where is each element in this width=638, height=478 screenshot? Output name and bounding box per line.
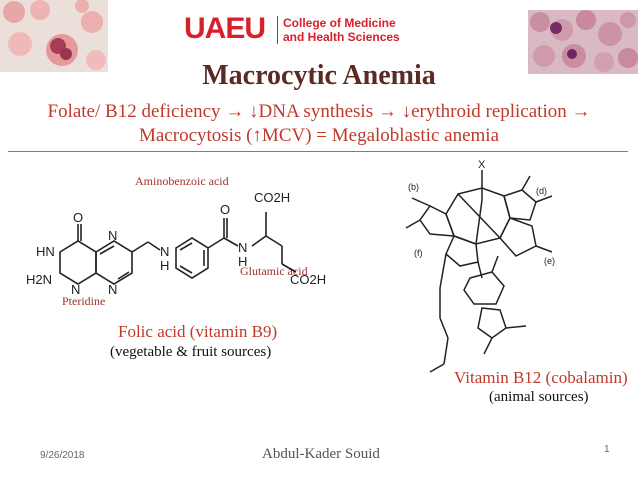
atom-o-top: O bbox=[73, 210, 83, 225]
blood-smear-photo-left bbox=[0, 0, 108, 72]
atom-n3: N bbox=[108, 282, 117, 297]
atom-hn: HN bbox=[36, 244, 55, 259]
b12-caption: Vitamin B12 (cobalamin) bbox=[454, 368, 628, 387]
b12-label-d: (d) bbox=[536, 186, 547, 196]
atom-n1: N bbox=[108, 228, 117, 243]
subtitle-line-1: Folate/ B12 deficiency → ↓DNA synthesis … bbox=[47, 101, 591, 122]
slide-title: Macrocytic Anemia bbox=[202, 60, 436, 91]
label-pteridine: Pteridine bbox=[62, 294, 106, 308]
slide-number: 1 bbox=[604, 444, 610, 455]
college-name-line2: and Health Sciences bbox=[283, 30, 400, 44]
university-logo: UAEU College of Medicine and Health Scie… bbox=[184, 12, 404, 48]
atom-h-amide: H bbox=[238, 254, 247, 269]
label-glutamic-acid: Glutamic acid bbox=[240, 264, 308, 278]
b12-source: (animal sources) bbox=[489, 389, 589, 405]
b12-x-label: X bbox=[478, 159, 486, 171]
folic-acid-source: (vegetable & fruit sources) bbox=[110, 344, 272, 360]
atom-n-amide: N bbox=[238, 240, 247, 255]
atom-h2n: H2N bbox=[26, 272, 52, 287]
atom-co2h-top: CO2H bbox=[254, 190, 290, 205]
b12-label-e: (e) bbox=[544, 256, 555, 266]
logo-divider bbox=[277, 16, 278, 44]
label-aminobenzoic-acid: Aminobenzoic acid bbox=[135, 174, 229, 188]
folic-acid-caption: Folic acid (vitamin B9) bbox=[118, 322, 278, 341]
b12-label-f: (f) bbox=[414, 248, 423, 258]
slide-date: 9/26/2018 bbox=[40, 450, 85, 461]
atom-o-amide: O bbox=[220, 202, 230, 217]
college-name: College of Medicine and Health Sciences bbox=[283, 16, 400, 44]
college-name-line1: College of Medicine bbox=[283, 16, 396, 30]
atom-n2: N bbox=[71, 282, 80, 297]
atom-h-link: H bbox=[160, 258, 169, 273]
title-divider bbox=[8, 151, 628, 152]
b12-label-b: (b) bbox=[408, 182, 419, 192]
subtitle-line-2: Macrocytosis (↑MCV) = Megaloblastic anem… bbox=[138, 125, 500, 146]
atom-n-link: N bbox=[160, 244, 169, 259]
atom-co2h-bottom: CO2H bbox=[290, 272, 326, 287]
folic-acid-structure: O HN N N N H2N N H O N H CO2H CO2H bbox=[26, 190, 326, 297]
blood-smear-photo-right bbox=[528, 10, 638, 74]
logo-wordmark: UAEU bbox=[184, 12, 266, 45]
vitamin-b12-structure: X (b) (d) (e) (f) bbox=[405, 159, 555, 373]
slide-author: Abdul-Kader Souid bbox=[262, 446, 380, 462]
